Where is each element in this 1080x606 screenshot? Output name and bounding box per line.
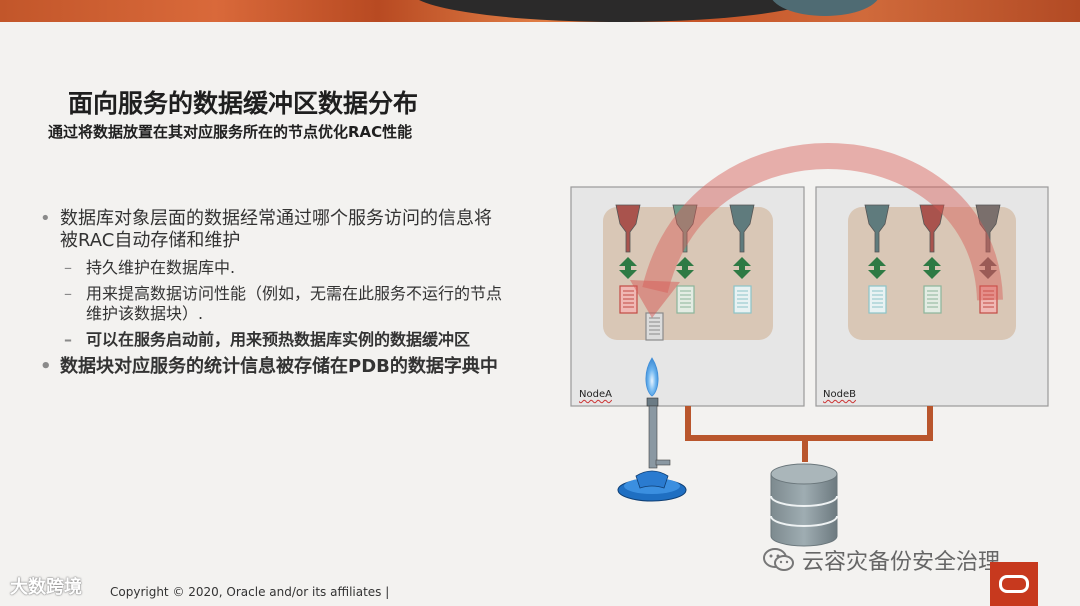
database-icon [770,463,838,547]
interconnect-pipes [685,406,933,462]
bullet-level1: 数据库对象层面的数据经常通过哪个服务访问的信息将被RAC自动存储和维护 [38,208,508,252]
oracle-logo [990,562,1038,606]
node-b [815,186,1049,407]
migration-arrow [642,143,1003,301]
double-arrow-icon [676,257,694,279]
watermark-left: 大数跨境 [10,577,82,598]
node-a-label: NodeA [579,389,612,400]
funnel-icon [975,204,1001,253]
footer-copyright: Copyright © 2020, Oracle and/or its affi… [110,585,390,599]
funnel-icon [672,204,698,253]
funnel-icon [615,204,641,253]
funnel-icon [729,204,755,253]
data-block [868,285,887,314]
slide-subtitle: 通过将数据放置在其对应服务所在的节点优化RAC性能 [48,123,413,141]
burner-icon [617,357,687,502]
data-block [923,285,942,314]
watermark-right-text: 云容灾备份安全治理 [802,550,1001,575]
bullet-level2: 可以在服务启动前，用来预热数据库实例的数据缓冲区 [38,330,508,350]
funnel-icon [919,204,945,253]
node-b-label: NodeB [823,389,856,400]
double-arrow-icon [868,257,886,279]
wechat-icon [763,548,794,571]
data-block [619,285,638,314]
banner-teal-shape [770,0,880,16]
data-block [979,285,998,314]
double-arrow-icon [619,257,637,279]
data-block [645,312,664,341]
watermark-right: 云容灾备份安全治理 [762,544,1000,576]
funnel-icon [864,204,890,253]
slide-title: 面向服务的数据缓冲区数据分布 [68,89,419,118]
top-banner [0,0,1080,22]
bullet-level1: 数据块对应服务的统计信息被存储在PDB的数据字典中 [38,356,508,378]
data-block [676,285,695,314]
banner-dark-shape [410,0,830,22]
double-arrow-icon [923,257,941,279]
double-arrow-icon [979,257,997,279]
data-block [733,285,752,314]
double-arrow-icon [733,257,751,279]
migration-arrowhead [630,280,680,318]
bullet-level2: 持久维护在数据库中. [38,258,508,278]
bullet-list: 数据库对象层面的数据经常通过哪个服务访问的信息将被RAC自动存储和维护 持久维护… [38,208,508,384]
bullet-level2: 用来提高数据访问性能（例如，无需在此服务不运行的节点维护该数据块）. [38,284,508,324]
